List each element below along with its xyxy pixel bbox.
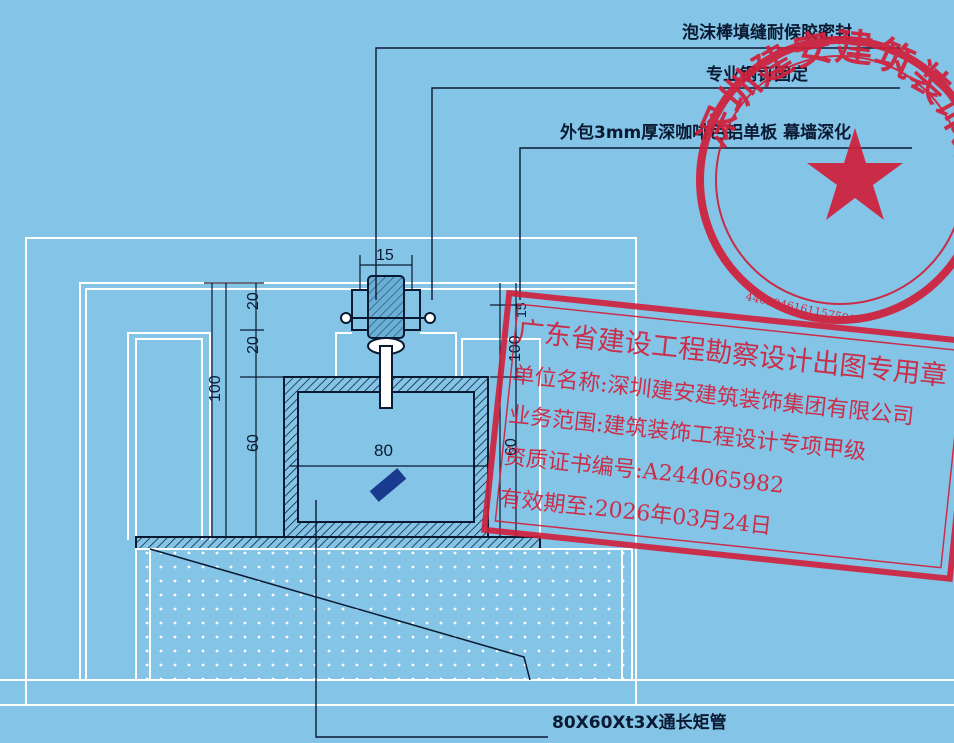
dim-left-60: 60 xyxy=(245,434,262,452)
callout-steel-tube: 80X60Xt3X通长矩管 xyxy=(552,712,727,733)
dim-left-100: 100 xyxy=(207,375,224,402)
seal-star-icon xyxy=(807,128,903,220)
callout-sealant: 泡沫棒填缝耐候胶密封 xyxy=(682,22,852,43)
dim-left-20b: 20 xyxy=(245,336,262,354)
panel-outline xyxy=(79,282,636,680)
dimension-lines xyxy=(204,255,522,538)
sealant-joint xyxy=(340,275,436,409)
base-block xyxy=(135,536,633,681)
leader-lines xyxy=(315,47,912,738)
round-seal: 深圳建安建筑装饰集团 4403046161157591 xyxy=(0,0,954,326)
dim-right-60: 60 xyxy=(503,438,520,456)
dim-left-20a: 20 xyxy=(245,292,262,310)
dim-right-100: 100 xyxy=(507,335,524,362)
design-stamp: 广东省建设工程勘察设计出图专用章 单位名称:深圳建安建筑装饰集团有限公司 业务范… xyxy=(481,289,954,583)
dim-top-15: 15 xyxy=(376,247,394,264)
dim-center-80: 80 xyxy=(374,441,393,460)
